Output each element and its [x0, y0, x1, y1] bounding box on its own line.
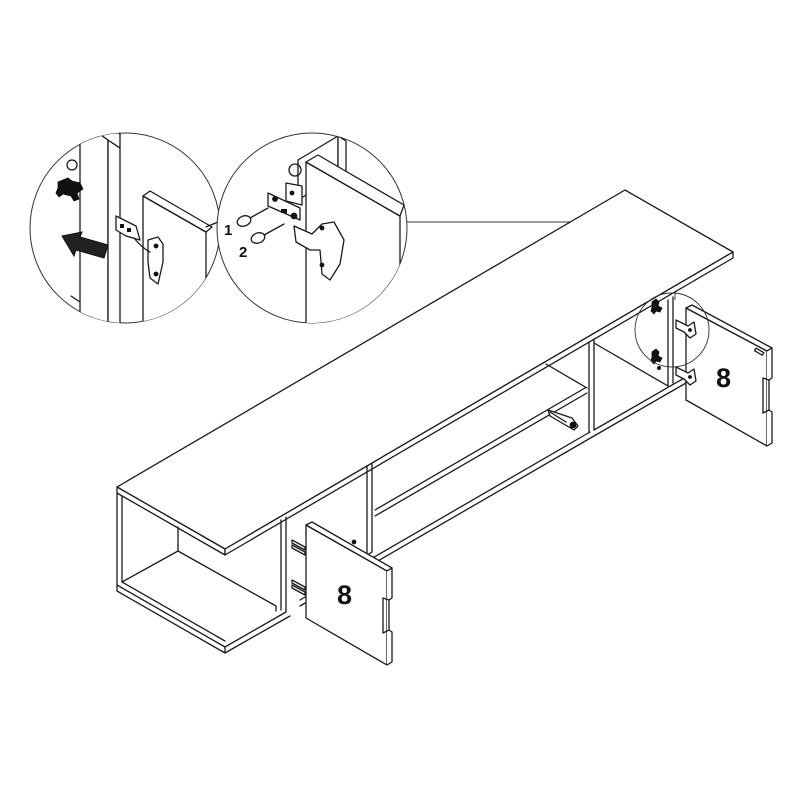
detail-middle: [216, 132, 408, 324]
detail-marker-circle: [634, 292, 710, 368]
screw-1-icon: [236, 207, 269, 227]
door-left: [305, 521, 393, 666]
bottom-left-edge: [116, 584, 226, 654]
door-right-part-number: 8: [716, 363, 732, 393]
right-hinge-mounts: [650, 298, 663, 370]
screw-label-1: 1: [224, 222, 233, 239]
door-right: [675, 304, 773, 447]
screw-label-2: 2: [239, 244, 248, 261]
push-arrow-icon: [61, 231, 109, 259]
screw-2-icon: [250, 223, 285, 244]
right-door-hinges: [675, 319, 697, 386]
drawer-runner-hardware: [547, 409, 579, 431]
detail-left: [29, 132, 221, 324]
left-hinge-plates: [291, 539, 357, 596]
door-left-part-number: 8: [337, 580, 353, 610]
cabinet-body: [116, 189, 734, 654]
cabinet-top-front-edge: [224, 251, 734, 556]
